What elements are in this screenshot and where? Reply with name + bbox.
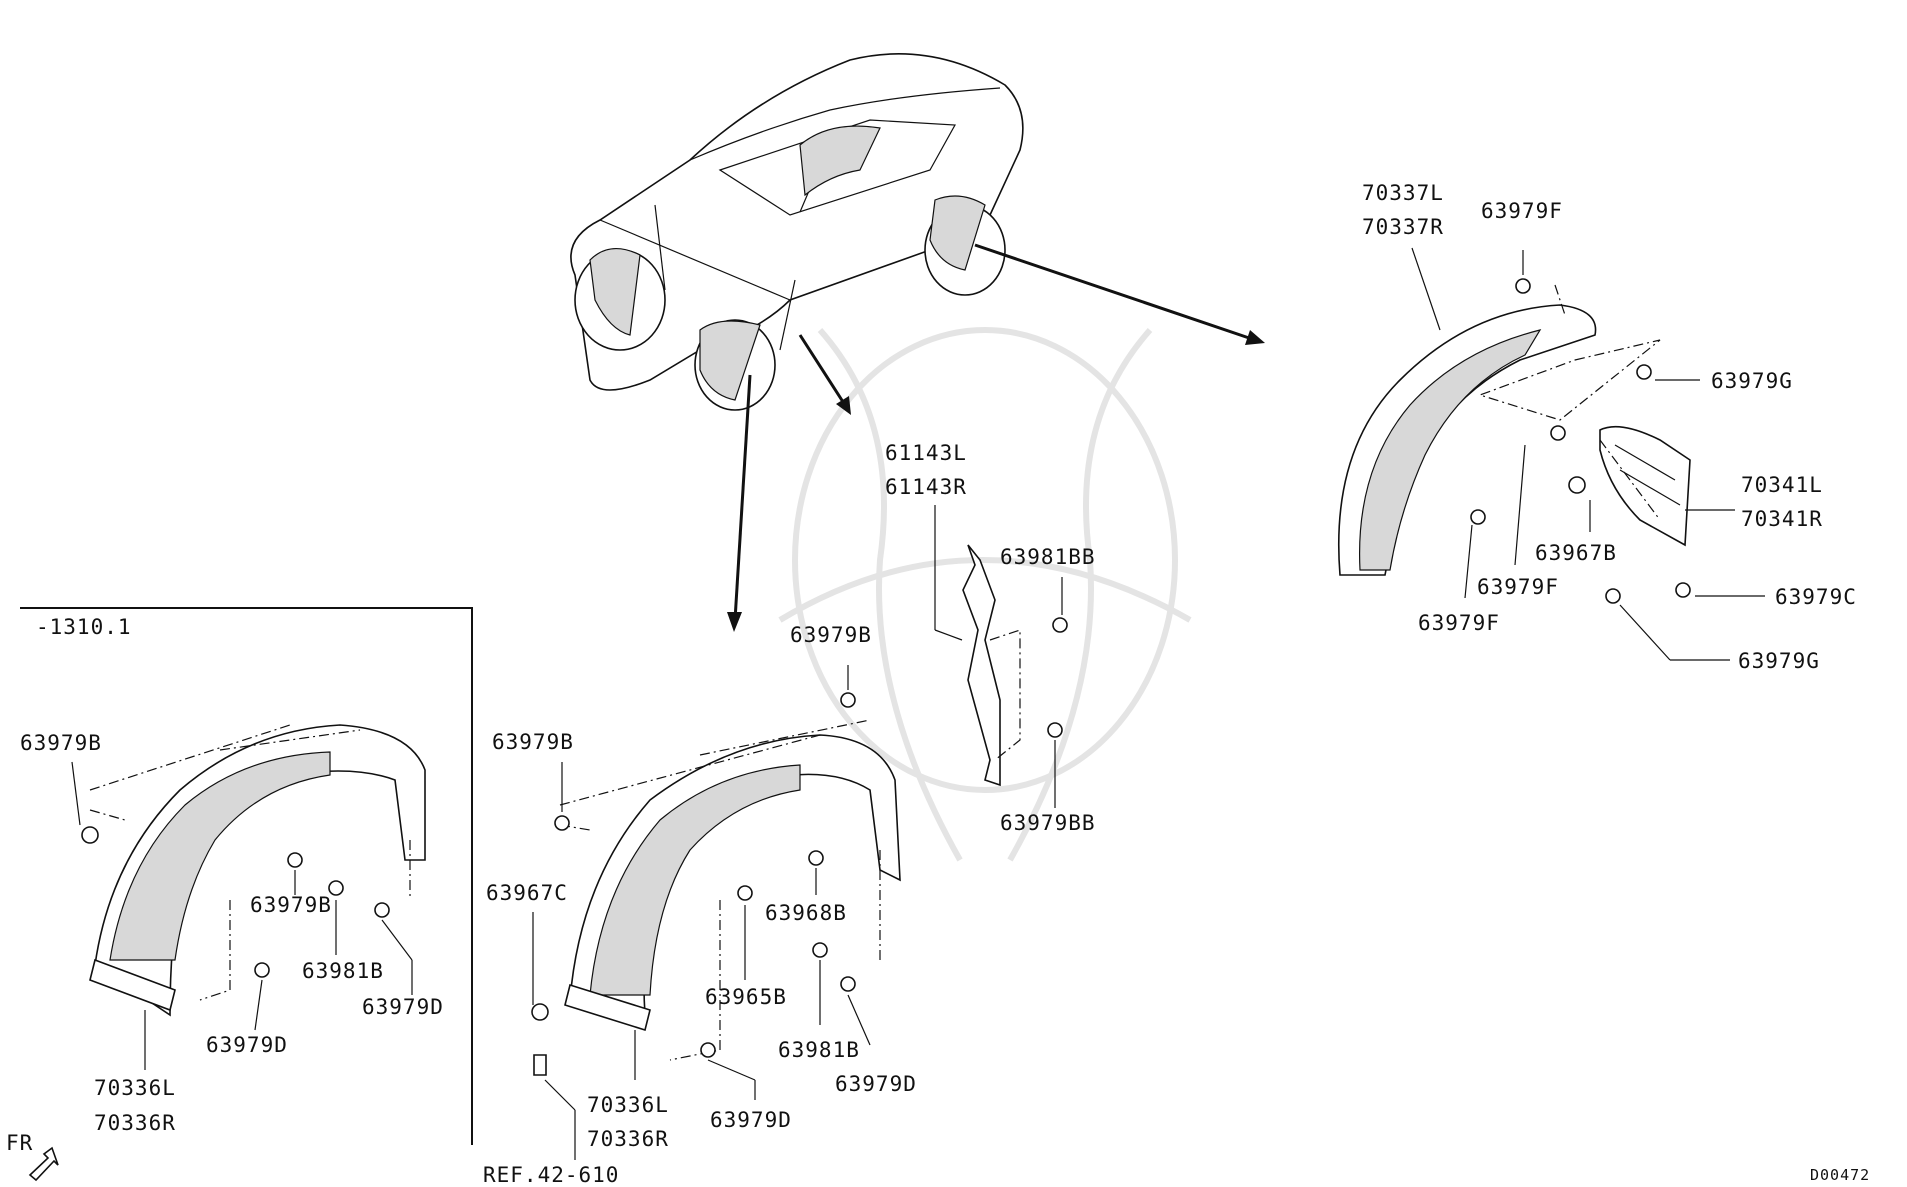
- front-liner-group: [531, 692, 901, 1076]
- seal-group: [962, 544, 1068, 787]
- label-70341L: 70341L: [1741, 473, 1823, 497]
- label-63981B-front: 63981B: [778, 1038, 860, 1062]
- label-63967C: 63967C: [486, 881, 568, 905]
- part-labels: 70337L 70337R 63979F 63979G 70341L 70341…: [6, 181, 1870, 1187]
- front-direction-arrow-icon: [28, 1146, 59, 1182]
- label-61143L: 61143L: [885, 441, 967, 465]
- label-63968B: 63968B: [765, 901, 847, 925]
- diagram-code: D00472: [1810, 1166, 1870, 1184]
- label-70341R: 70341R: [1741, 507, 1823, 531]
- label-70336R-old: 70336R: [94, 1111, 176, 1135]
- leader-lines: [71, 247, 1765, 1160]
- label-63979G-lower: 63979G: [1738, 649, 1820, 673]
- label-63979B-front-left: 63979B: [492, 730, 574, 754]
- label-fr: FR: [6, 1131, 33, 1155]
- label-63979D-front-right: 63979D: [835, 1072, 917, 1096]
- label-61143R: 61143R: [885, 475, 967, 499]
- label-63967B: 63967B: [1535, 541, 1617, 565]
- label-63979C: 63979C: [1775, 585, 1857, 609]
- label-63979B-old-left: 63979B: [20, 731, 102, 755]
- label-63979D-old-bottom: 63979D: [206, 1033, 288, 1057]
- label-70337R: 70337R: [1362, 215, 1444, 239]
- label-70336L-old: 70336L: [94, 1076, 176, 1100]
- label-63981BB: 63981BB: [1000, 545, 1096, 569]
- label-70337L: 70337L: [1362, 181, 1444, 205]
- label-63979G-upper: 63979G: [1711, 369, 1793, 393]
- label-63965B: 63965B: [705, 985, 787, 1009]
- label-ref-42-610: REF.42-610: [483, 1163, 619, 1187]
- label-63979B-old-mid: 63979B: [250, 893, 332, 917]
- callout-arrows: [727, 243, 1265, 632]
- label-63981B-old: 63981B: [302, 959, 384, 983]
- label-63979F-low: 63979F: [1418, 611, 1500, 635]
- label-70336R-front: 70336R: [587, 1127, 669, 1151]
- label-63979B-front-top: 63979B: [790, 623, 872, 647]
- label-63979D-front-bottom: 63979D: [710, 1108, 792, 1132]
- label-70336L-front: 70336L: [587, 1093, 669, 1117]
- rear-liner-group: [1337, 278, 1691, 604]
- label-63979BB: 63979BB: [1000, 811, 1096, 835]
- label-63979D-old-right: 63979D: [362, 995, 444, 1019]
- label-63979F-mid: 63979F: [1477, 575, 1559, 599]
- label-63979F-top: 63979F: [1481, 199, 1563, 223]
- old-front-liner-group: [20, 607, 473, 1145]
- vehicle-overview: [570, 53, 1024, 411]
- label-old-range: -1310.1: [36, 615, 132, 639]
